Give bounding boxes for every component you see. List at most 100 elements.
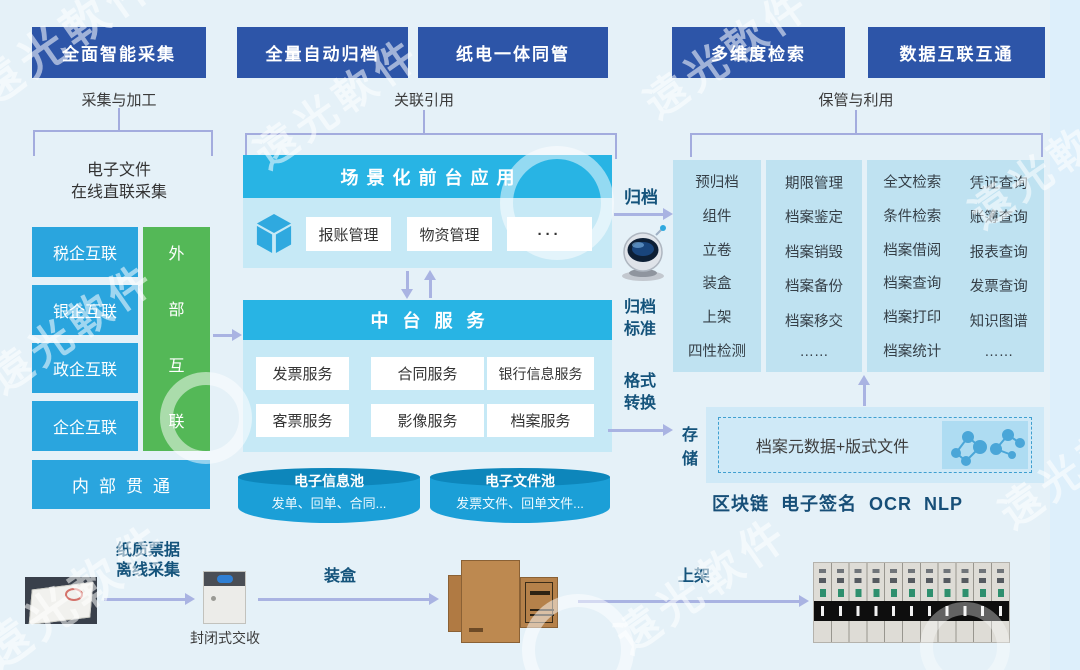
pool-electronic-file: 电子文件池 发票文件、回单文件... — [430, 468, 610, 523]
connector-stem — [423, 110, 425, 133]
label-mark — [530, 609, 554, 611]
ops-item: 发票查询 — [969, 279, 1028, 296]
ops-item: …… — [799, 344, 829, 361]
arrow-archive — [614, 208, 673, 220]
header-smart-collect: 全面智能采集 — [32, 27, 206, 78]
arrow-front-to-mid — [401, 271, 413, 299]
header-multi-search: 多维度检索 — [672, 27, 845, 78]
ops-manage-panel: 期限管理 档案鉴定 档案销毁 档案备份 档案移交 …… — [766, 160, 862, 372]
external-interlink-box: 外 部 互 联 — [143, 227, 210, 451]
ops-item: 档案统计 — [883, 343, 942, 360]
app-material: 物资管理 — [407, 217, 492, 251]
channel-bank: 银企互联 — [32, 285, 138, 335]
storage-content-label: 档案元数据+版式文件 — [755, 439, 910, 456]
shelf-dark-band — [814, 601, 1009, 621]
paper-sheet — [28, 581, 94, 624]
pool-items: 发票文件、回单文件... — [456, 496, 584, 511]
arrow-device-to-box — [258, 593, 439, 605]
header-data-interlink: 数据互联互通 — [868, 27, 1045, 78]
pool-items: 发单、回单、合同... — [271, 496, 387, 511]
stage-link-reference: 关联引用 — [393, 92, 454, 109]
right-edge-band — [1050, 0, 1080, 670]
shelf-panel-row — [814, 589, 1009, 597]
stage-keep-use: 保管与利用 — [818, 92, 894, 109]
connector-bracket — [33, 130, 213, 156]
offline-collect-label: 纸质票据 离线采集 — [115, 542, 180, 579]
connector-bracket — [245, 133, 617, 159]
mid-service-title: 中台服务 — [243, 300, 612, 340]
storage-label: 存 储 — [681, 427, 698, 468]
ops-item: 上架 — [702, 309, 732, 326]
arrow-format-convert — [608, 424, 673, 436]
cube-icon — [256, 214, 292, 253]
archive-label: 归档 — [624, 188, 658, 207]
internal-through-box: 内部贯通 — [32, 460, 210, 509]
ops-item: 档案鉴定 — [785, 210, 843, 227]
ops-item: 档案备份 — [785, 279, 843, 296]
robot-icon — [622, 225, 666, 281]
arrow-box-to-shelf — [578, 595, 809, 607]
archive-shelf-image — [813, 562, 1010, 643]
cylinder-top — [430, 468, 610, 486]
ops-item: 四性检测 — [688, 343, 746, 360]
shelving-label: 上架 — [677, 568, 710, 585]
box-cover-label — [525, 582, 554, 623]
pool-name: 电子信息池 — [294, 473, 364, 489]
connector-stem — [118, 108, 120, 130]
ops-item: 档案借阅 — [883, 242, 942, 259]
paper-ticket-photo — [25, 577, 97, 624]
front-app-panel: 场景化前台应用 — [243, 155, 612, 268]
ops-item: 期限管理 — [785, 175, 843, 192]
paper-stamp — [65, 588, 83, 601]
ops-item: 档案查询 — [883, 276, 942, 293]
ops-item: 报表查询 — [969, 244, 1028, 261]
online-collect-label: 电子文件 在线直联采集 — [70, 162, 167, 201]
channel-tax: 税企互联 — [32, 227, 138, 277]
storage-dashed-box — [718, 417, 1032, 473]
ops-item: 档案打印 — [883, 309, 942, 326]
archive-box-image — [443, 556, 563, 648]
pool-name: 电子文件池 — [485, 473, 555, 489]
box-cover — [520, 577, 558, 628]
ops-query-column: 凭证查询 账簿查询 报表查询 发票查询 知识图谱 …… — [956, 165, 1043, 367]
ops-item: 凭证查询 — [969, 175, 1028, 192]
format-convert-label: 格式 转换 — [623, 373, 656, 412]
archive-standard-label: 归档 标准 — [623, 299, 656, 338]
app-expense: 报账管理 — [306, 217, 391, 251]
cylinder-top — [238, 468, 420, 486]
ops-retrieve-column: 全文检索 条件检索 档案借阅 档案查询 档案打印 档案统计 — [869, 165, 956, 367]
service-image: 影像服务 — [371, 404, 484, 437]
stage-collect-process: 采集与加工 — [81, 92, 157, 109]
arrow-paper-to-device — [104, 593, 195, 605]
boxing-label: 装盒 — [323, 568, 356, 585]
arrow-mid-to-front — [424, 270, 436, 298]
arrow-external-to-mid — [213, 329, 242, 341]
arrow-storage-to-query — [858, 375, 870, 406]
label-mark — [530, 591, 550, 595]
ops-item: 立卷 — [702, 242, 732, 259]
channel-enterprise: 企企互联 — [32, 401, 138, 451]
label-mark — [530, 614, 554, 616]
header-auto-archive: 全量自动归档 — [237, 27, 408, 78]
front-app-title: 场景化前台应用 — [243, 155, 612, 198]
ops-item: 知识图谱 — [969, 313, 1028, 330]
device-screen — [217, 575, 233, 583]
ops-item: 档案移交 — [785, 313, 843, 330]
tech-stack-label: 区块链 电子签名 OCR NLP — [712, 494, 964, 514]
pool-electronic-info: 电子信息池 发单、回单、合同... — [238, 468, 420, 523]
closed-receive-device — [203, 571, 246, 624]
ops-query-panel: 全文检索 条件检索 档案借阅 档案查询 档案打印 档案统计 凭证查询 账簿查询 … — [867, 160, 1044, 372]
molecule-icon — [951, 429, 1025, 466]
shelf-slot-row — [814, 569, 1009, 573]
ops-item: 组件 — [702, 208, 732, 225]
connector-stem — [855, 110, 857, 133]
ops-item: 条件检索 — [883, 208, 942, 225]
shelf-slot-row — [814, 578, 1009, 583]
channel-gov: 政企互联 — [32, 343, 138, 393]
ops-arrange-panel: 预归档 组件 立卷 装盒 上架 四性检测 — [673, 160, 761, 372]
ops-item: 全文检索 — [883, 175, 942, 192]
header-paper-digital: 纸电一体同管 — [418, 27, 608, 78]
ops-item: 账簿查询 — [969, 210, 1028, 227]
service-invoice: 发票服务 — [256, 357, 349, 390]
service-ticket: 客票服务 — [256, 404, 349, 437]
